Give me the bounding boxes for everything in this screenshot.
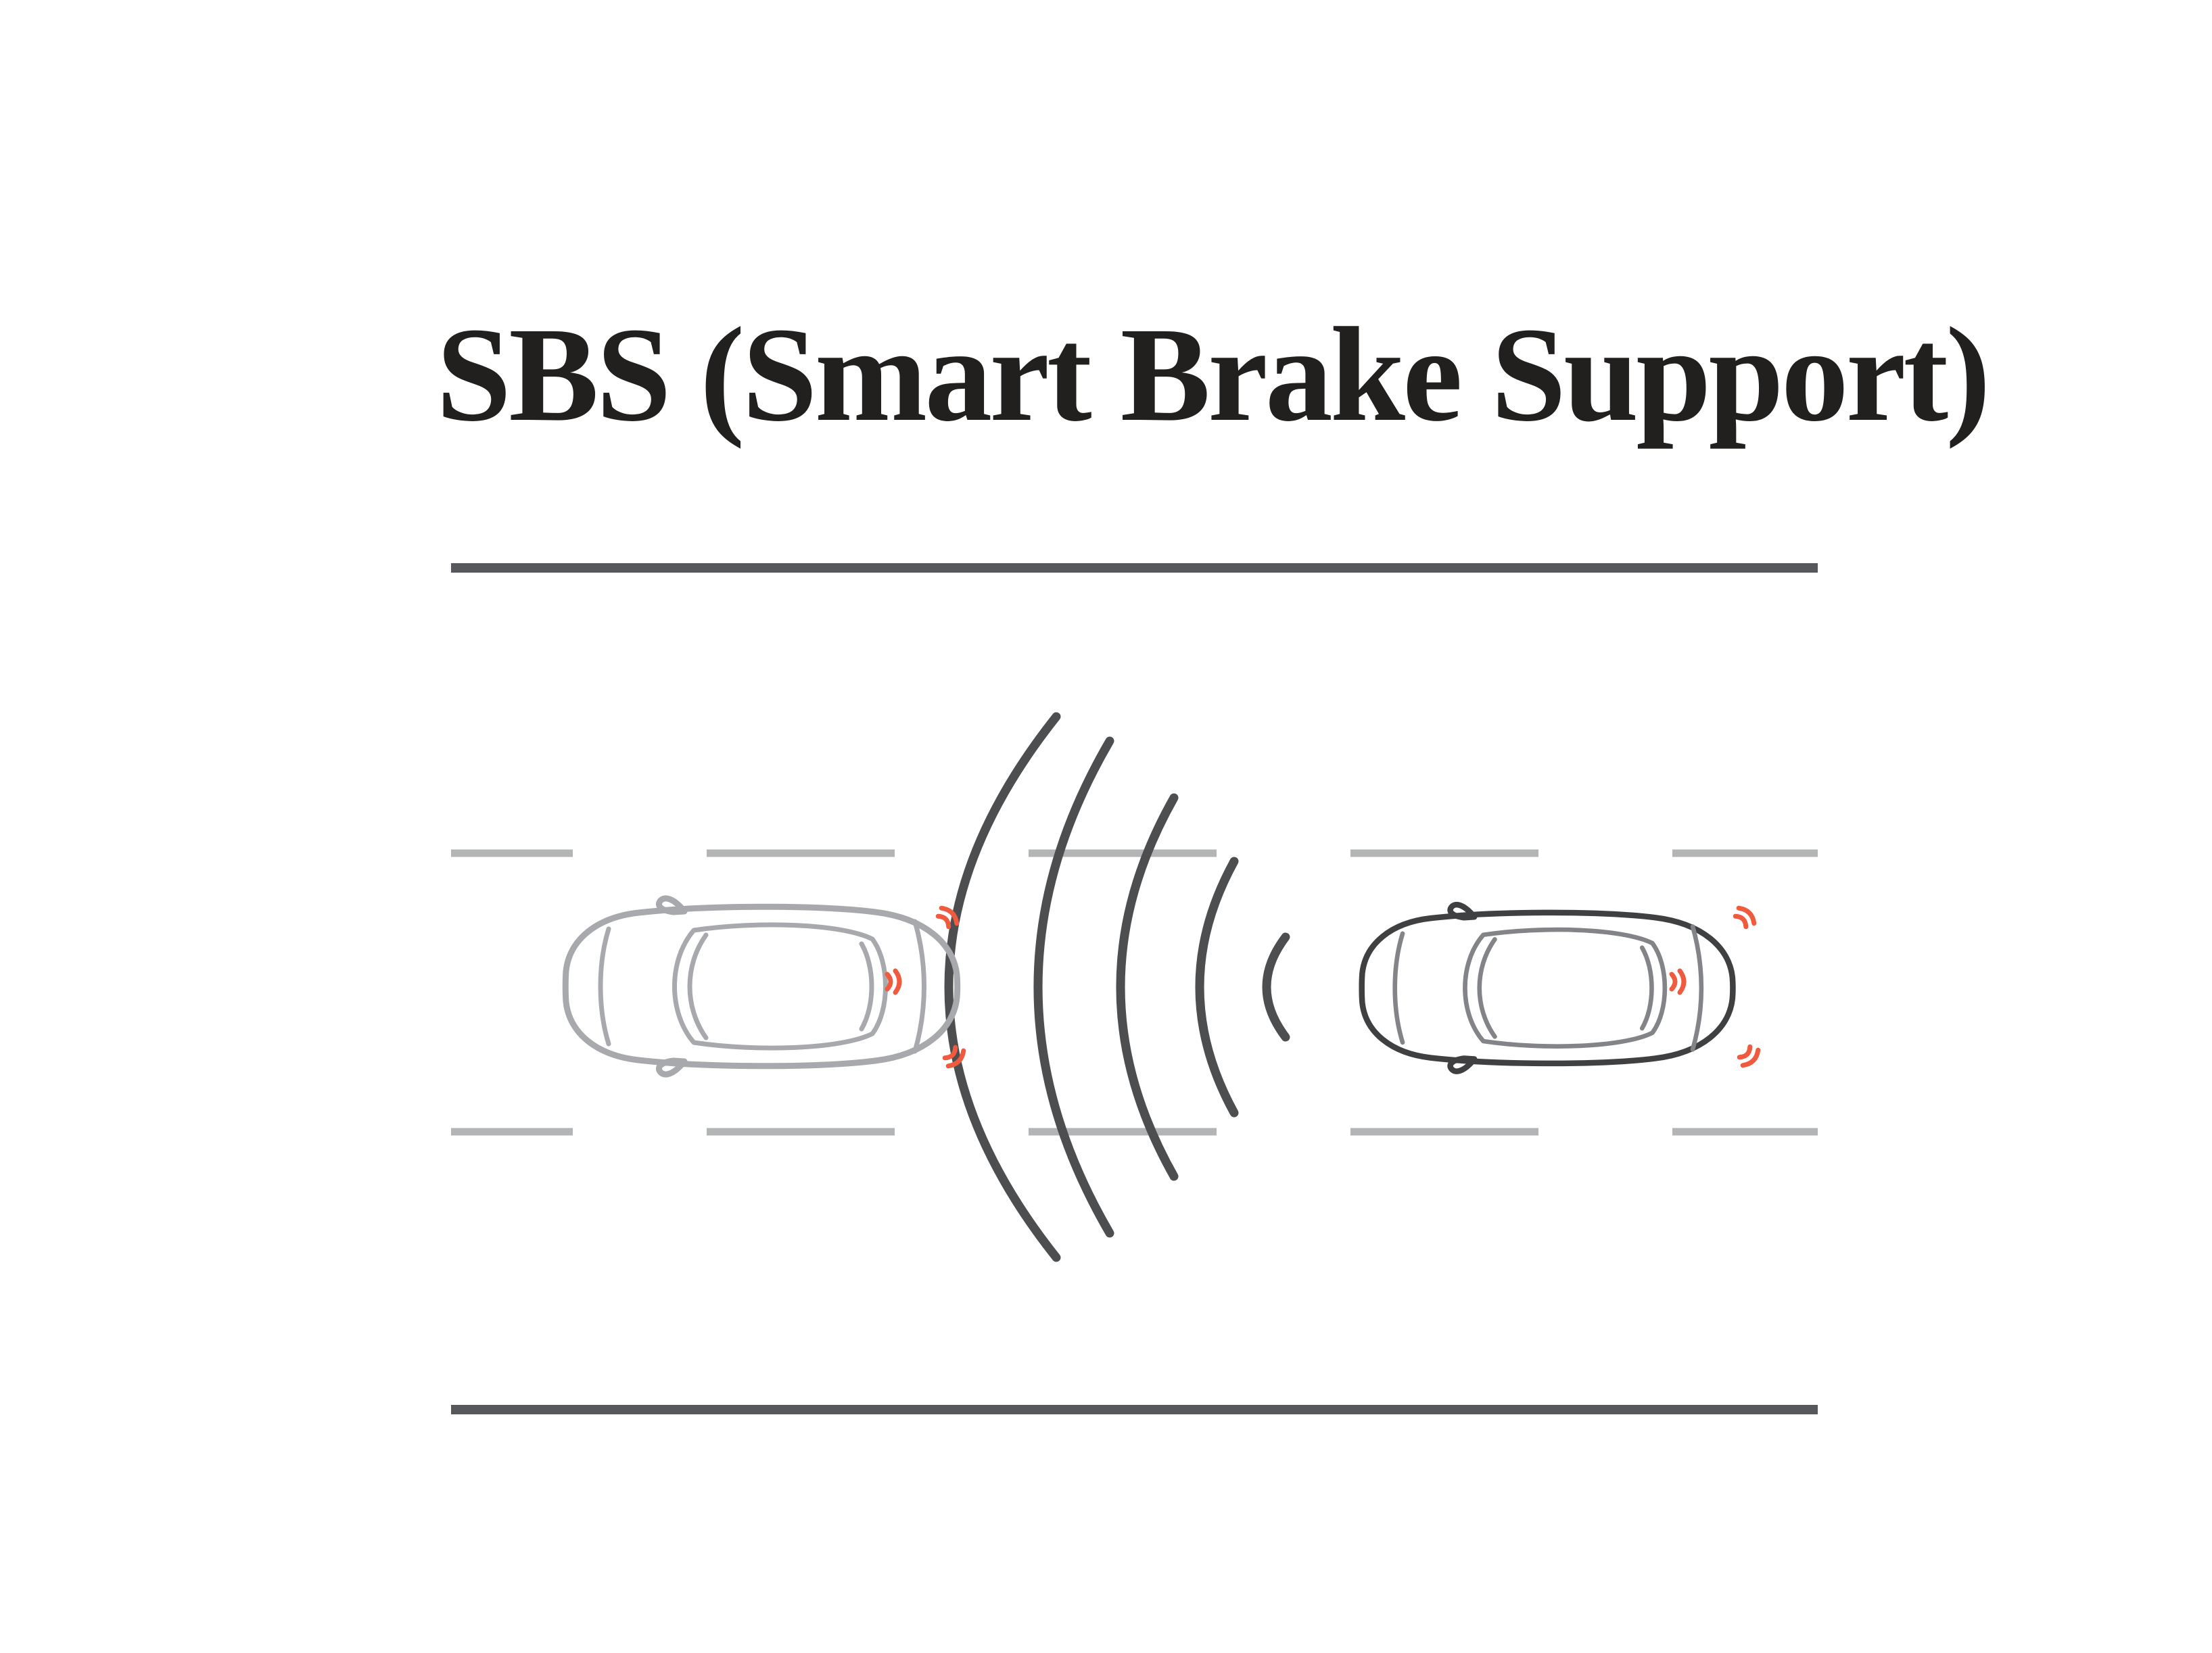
windshield-line [1477, 937, 1497, 1039]
sensor-waves-icon [1733, 905, 1757, 929]
car-cabin [672, 922, 888, 1051]
hood-line [1392, 931, 1405, 1045]
side-mirror-bottom [655, 1057, 688, 1078]
side-mirror-top [1447, 901, 1478, 921]
car-body-outline [562, 903, 961, 1070]
hood-line [598, 926, 611, 1047]
windshield-line [687, 932, 709, 1040]
side-mirror-bottom [1447, 1055, 1478, 1074]
radar-arc [1195, 857, 1239, 1118]
sensor-waves-icon [1737, 1045, 1761, 1068]
radar-arc [944, 712, 1061, 1262]
trunk-line [912, 919, 926, 1054]
sbs-vehicle [1359, 901, 1736, 1074]
trunk-line [1690, 924, 1704, 1052]
lead-vehicle [562, 895, 961, 1078]
sensor-waves-icon [887, 971, 899, 992]
side-mirror-top [655, 895, 688, 915]
diagram-title: SBS (Smart Brake Support) [436, 300, 1991, 450]
rear-window-line [859, 941, 874, 1032]
radar-waves-icon [944, 712, 1290, 1262]
car-body-outline [1359, 909, 1736, 1067]
radar-arc [1116, 793, 1179, 1181]
radar-arc [1033, 736, 1114, 1238]
rear-window-line [1639, 945, 1654, 1031]
sensor-waves-icon [1672, 971, 1684, 992]
radar-arc [1262, 932, 1290, 1042]
car-cabin [1463, 927, 1668, 1049]
